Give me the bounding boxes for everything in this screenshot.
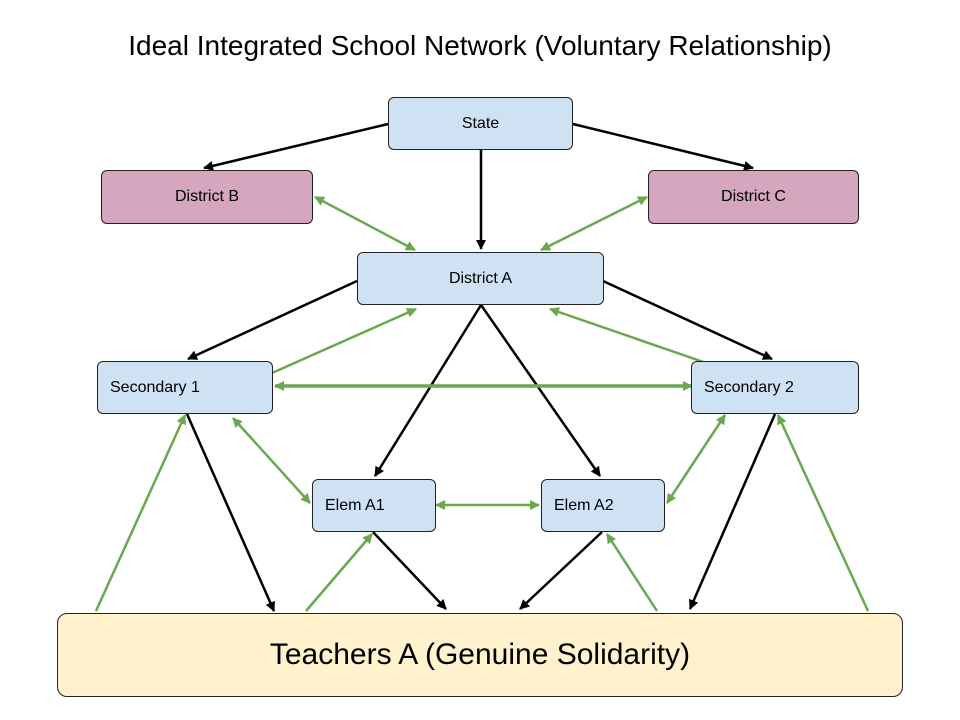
arrow-district-a-to-elem-a1: [373, 304, 483, 477]
node-state-label: State: [461, 114, 500, 132]
node-teachers-a-label: Teachers A (Genuine Solidarity): [269, 638, 691, 671]
arrow-secondary-2-to-teachers: [688, 413, 777, 610]
arrow-teachers-to-secondary-1: [94, 414, 187, 612]
arrow-secondary-2-elem-a2: [665, 414, 727, 504]
diagram-title: Ideal Integrated School Network (Volunta…: [128, 30, 832, 61]
node-teachers-a[interactable]: Teachers A (Genuine Solidarity): [57, 613, 903, 697]
arrow-teachers-to-secondary-2: [776, 414, 870, 612]
arrow-district-a-to-secondary-1: [187, 279, 358, 361]
arrow-state-to-district-c: [572, 122, 754, 171]
arrow-district-b-district-a: [314, 195, 416, 252]
arrow-secondary-2-to-district-a: [549, 307, 713, 367]
node-secondary-1[interactable]: Secondary 1: [97, 361, 273, 414]
node-state[interactable]: State: [388, 97, 573, 150]
node-district-a[interactable]: District A: [357, 252, 604, 305]
arrow-secondary-1-elem-a1: [232, 417, 311, 504]
arrow-district-a-to-secondary-2: [602, 279, 773, 361]
arrow-elem-a2-to-teachers: [519, 531, 603, 610]
arrow-district-c-district-a: [540, 195, 648, 252]
node-secondary-2-label: Secondary 2: [704, 378, 794, 396]
node-secondary-2[interactable]: Secondary 2: [691, 361, 859, 414]
node-elem-a1-label: Elem A1: [325, 496, 385, 514]
arrow-secondary-1-to-district-a: [271, 307, 417, 375]
node-district-b[interactable]: District B: [101, 170, 313, 224]
node-district-b-label: District B: [175, 188, 239, 205]
arrow-district-a-to-elem-a2: [479, 304, 602, 477]
arrow-elem-a1-to-teachers: [372, 531, 447, 610]
node-district-c-label: District C: [721, 188, 786, 205]
node-secondary-1-label: Secondary 1: [110, 378, 200, 396]
node-elem-a2-label: Elem A2: [554, 496, 614, 514]
node-district-c[interactable]: District C: [648, 170, 859, 224]
node-elem-a1[interactable]: Elem A1: [312, 479, 436, 532]
arrow-teachers-to-elem-a2: [605, 533, 659, 612]
node-elem-a2[interactable]: Elem A2: [541, 479, 665, 532]
arrow-state-to-district-b: [203, 122, 389, 171]
node-district-a-label: District A: [448, 269, 513, 287]
arrow-teachers-to-elem-a1: [305, 533, 373, 612]
arrow-secondary-1-to-teachers: [185, 413, 276, 612]
